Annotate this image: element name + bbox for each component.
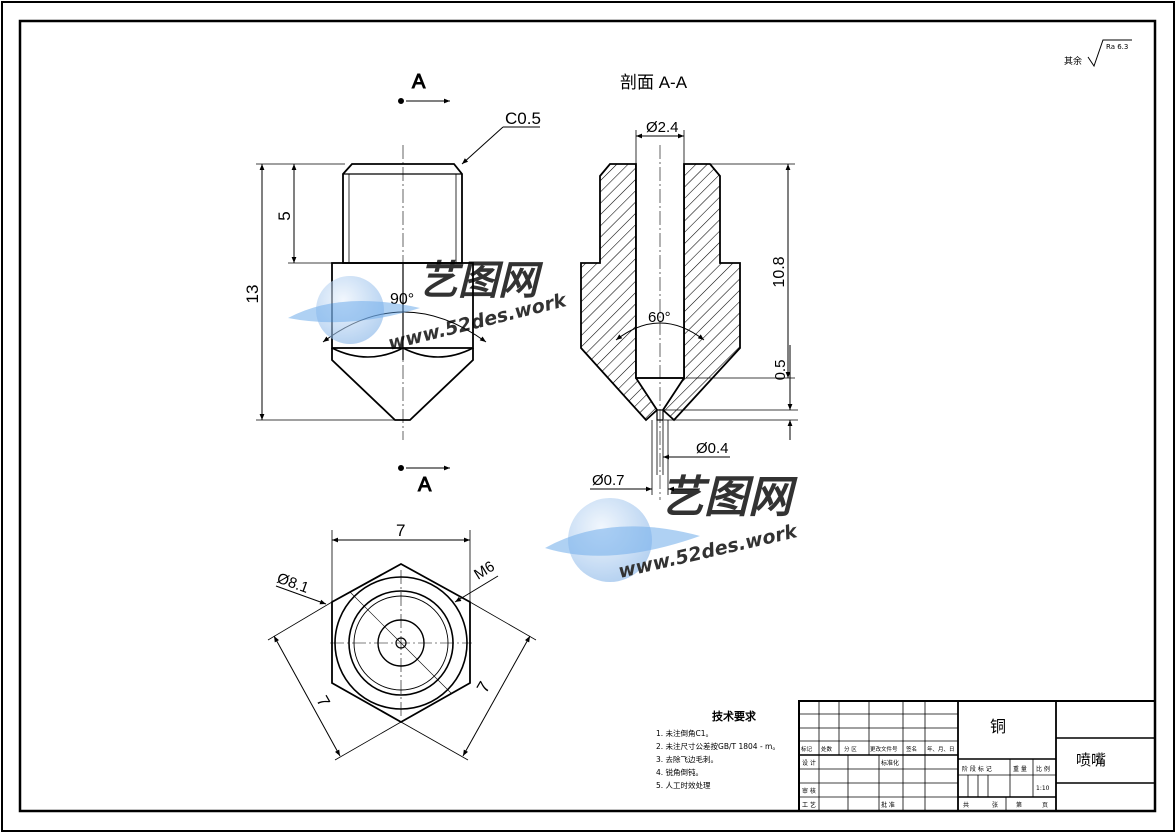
designer-label: 设 计: [802, 759, 816, 767]
surface-finish-label: 其余: [1064, 55, 1082, 67]
check-label: 审 核: [802, 787, 816, 795]
tech-req-title: 技术要求: [712, 709, 757, 723]
stage-header: 阶 段 标 记: [962, 765, 992, 773]
section-view: 剖面 A-A Ø2.4 10.8 0.5 60° Ø0.4: [580, 73, 798, 500]
dim-hex-top: 7: [396, 521, 405, 540]
section-title: 剖面 A-A: [620, 73, 688, 92]
approve-label: 批 准: [881, 801, 895, 809]
weight-header: 重 量: [1013, 765, 1027, 773]
tech-req-item: 5. 人工时效处理: [656, 780, 711, 790]
inner-frame: [18, 19, 1157, 813]
tech-req-item: 4. 锐角倒钝。: [656, 767, 703, 777]
dim-circle-dia: Ø8.1: [275, 570, 311, 597]
tech-req-item: 2. 未注尺寸公差按GB/T 1804 - m。: [656, 741, 780, 751]
header-zone: 分 区: [844, 745, 857, 753]
dim-cone-angle: 60°: [648, 309, 671, 326]
part-name: 喷嘴: [1076, 752, 1106, 769]
watermark-brand: 艺图网: [418, 258, 544, 304]
dim-nozzle-dia: Ø0.4: [696, 440, 729, 457]
dim-hex-right: 7: [473, 678, 494, 696]
footer-page: 页: [1042, 802, 1048, 809]
tech-req-item: 3. 去除飞边毛刺。: [656, 754, 718, 764]
dim-tip-angle: 90°: [390, 291, 414, 308]
standard-label: 标准化: [881, 759, 899, 767]
header-mark: 标记: [801, 745, 813, 753]
dim-bore-dia: Ø2.4: [646, 119, 679, 136]
dim-thread-length: 5: [275, 211, 294, 220]
footer-sheets: 张: [992, 801, 998, 809]
section-marker-bottom: A: [418, 474, 432, 496]
dim-bore-depth: 10.8: [771, 256, 788, 287]
watermark-2: 艺图网 www.52des.work: [545, 472, 800, 583]
footer-number: 第: [1016, 801, 1022, 809]
dim-tip-offset: 0.5: [772, 360, 789, 381]
tech-req-item: 1. 未注倒角C1。: [656, 728, 713, 738]
header-doc: 更改文件号: [870, 745, 898, 753]
title-block: [798, 700, 1156, 812]
section-marker-top: A: [412, 71, 426, 93]
surface-finish-symbol: 其余 Ra 6.3: [1064, 39, 1132, 68]
header-date: 年、月、日: [927, 745, 955, 753]
process-label: 工 艺: [802, 801, 816, 809]
header-sign: 签名: [906, 745, 917, 753]
dim-thread: M6: [471, 558, 498, 583]
front-view: A A C0.5 5 13 90°: [243, 71, 541, 497]
watermark-1: 艺图网 www.52des.work: [288, 258, 570, 355]
surface-finish-value: Ra 6.3: [1106, 43, 1128, 51]
tech-requirements: 技术要求 1. 未注倒角C1。 2. 未注尺寸公差按GB/T 1804 - m。…: [656, 709, 780, 790]
top-view: 7 Ø8.1 M6 7 7: [267, 521, 537, 761]
dim-tip-dia: Ø0.7: [592, 472, 625, 489]
scale-header: 比 例: [1036, 765, 1050, 773]
footer-total: 共: [963, 801, 969, 809]
material: 铜: [990, 718, 1006, 736]
watermark-brand: 艺图网: [660, 472, 798, 523]
header-count: 处数: [821, 745, 833, 753]
scale: 1:10: [1036, 785, 1050, 792]
dim-total-length: 13: [243, 285, 262, 304]
dim-hex-left: 7: [313, 693, 334, 711]
dim-chamfer: C0.5: [505, 109, 541, 128]
title-block-text: 铜 喷嘴 1:10 标记 处数 分 区 更改文件号 签名 年、月、日 设 计 标…: [801, 718, 1106, 809]
